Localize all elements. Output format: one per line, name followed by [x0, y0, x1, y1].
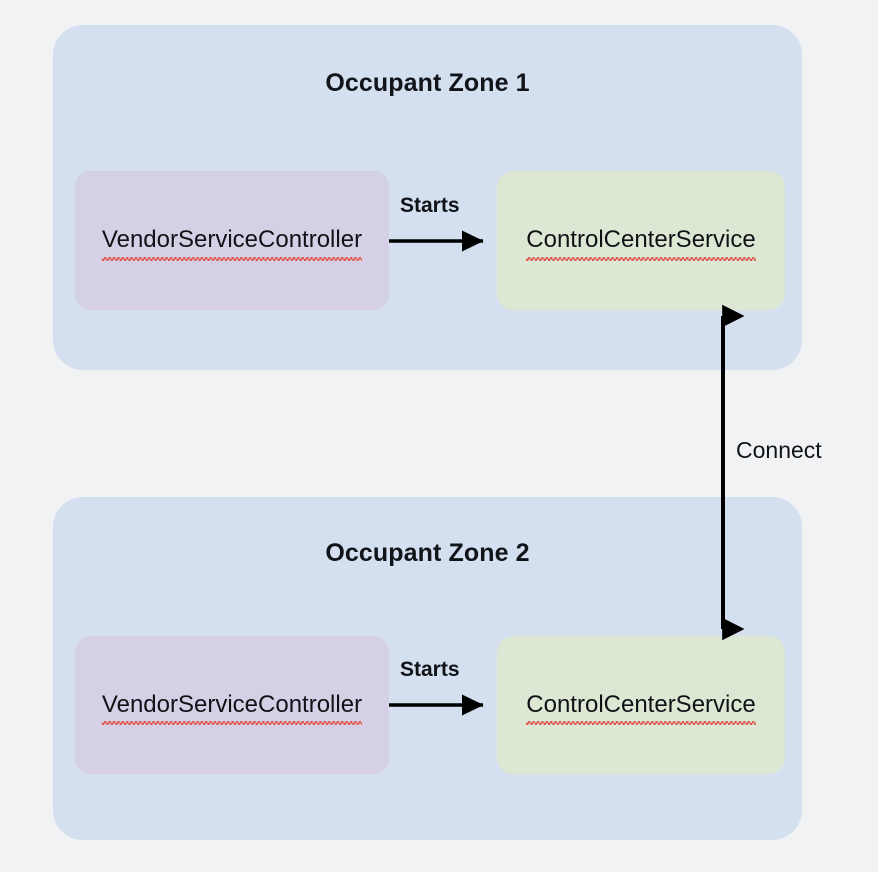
node-control-center-service-zone-2[interactable]: ControlCenterService	[497, 636, 785, 774]
node-label: ControlCenterService	[526, 226, 757, 262]
edge-label-starts-zone-1: Starts	[400, 194, 460, 217]
node-label: ControlCenterService	[526, 690, 757, 726]
node-label: VendorServiceController	[101, 690, 363, 726]
node-label: VendorServiceController	[101, 226, 363, 262]
node-vendor-service-controller-zone-1[interactable]: VendorServiceController	[75, 171, 389, 310]
node-vendor-service-controller-zone-2[interactable]: VendorServiceController	[75, 636, 389, 774]
occupant-zone-2-title: Occupant Zone 2	[325, 539, 530, 567]
edge-label-connect: Connect	[736, 437, 822, 463]
occupant-zone-1-title: Occupant Zone 1	[325, 69, 530, 97]
edge-label-starts-zone-2: Starts	[400, 658, 460, 681]
node-control-center-service-zone-1[interactable]: ControlCenterService	[497, 171, 785, 310]
